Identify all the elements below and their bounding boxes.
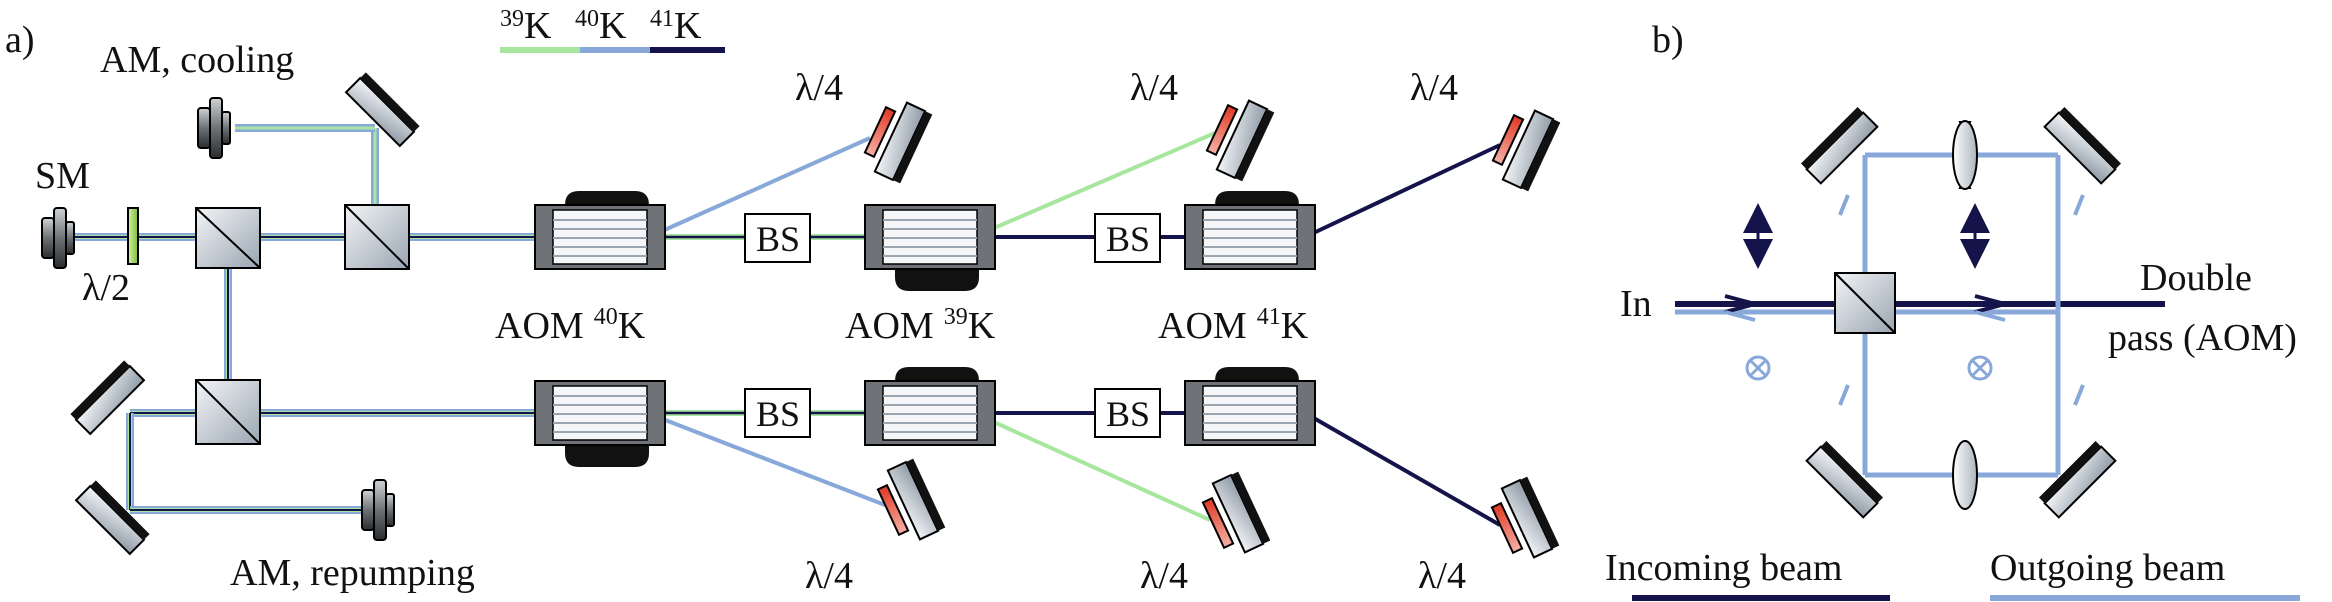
- legend-label-40k: 40K: [575, 5, 627, 47]
- aom-40k-upper: [534, 191, 666, 270]
- double-pass-label-line2: pass (AOM): [2108, 317, 2297, 359]
- aom-39k-upper: [864, 204, 996, 291]
- out-of-plane-polarization-icon: [1745, 355, 1771, 381]
- lambda-half-label: λ/2: [82, 267, 130, 309]
- lens-bottom-icon: [1952, 440, 1978, 510]
- am-cooling-label: AM, cooling: [100, 39, 294, 81]
- pbs-cube-double-pass: [1834, 272, 1896, 334]
- incoming-beam-label: Incoming beam: [1605, 547, 1842, 589]
- aom-39k-lower: [864, 367, 996, 446]
- half-wave-plate-icon: [127, 207, 139, 265]
- sm-fiber-coupler-icon: [41, 207, 75, 269]
- am-repumping-label: AM, repumping: [230, 552, 475, 594]
- lens-top-icon: [1952, 120, 1978, 190]
- pbs-cube-3: [195, 379, 261, 445]
- beam-paths: [70, 124, 1501, 527]
- incoming-direction-arrow-icon: [1974, 294, 2013, 314]
- bs-box-upper-1: BS: [744, 213, 811, 263]
- aom-40k-lower: [534, 380, 666, 467]
- bs-box-upper-2: BS: [1094, 213, 1161, 263]
- mirror-bottom-right: [2038, 440, 2117, 519]
- bs-box-lower-2: BS: [1094, 388, 1161, 438]
- double-pass-label-line1: Double: [2140, 257, 2252, 299]
- aom-41k-lower: [1184, 367, 1316, 446]
- mirror-repump-bottom: [74, 480, 150, 556]
- outgoing-direction-arrow-icon: [1724, 310, 1756, 322]
- lambda-quarter-label-upper-39k: λ/4: [1130, 67, 1178, 109]
- legend: 39K 40K 41K: [500, 5, 725, 53]
- quarter-wave-plate-retro-upper-39k: [1205, 99, 1275, 182]
- mirror-top-right: [2043, 106, 2122, 185]
- in-label: In: [1620, 283, 1652, 325]
- outgoing-direction-arrow-icon: [1974, 310, 2006, 322]
- svg-text:BS: BS: [756, 394, 800, 434]
- lambda-quarter-label-lower-39k: λ/4: [1140, 555, 1188, 597]
- incoming-direction-arrow-icon: [1724, 294, 1763, 314]
- quarter-wave-plate-retro-lower-41k: [1490, 476, 1560, 559]
- mirror-cooling: [344, 72, 420, 148]
- mirror-bottom-left: [1805, 440, 1884, 519]
- bs-box-lower-1: BS: [744, 388, 811, 438]
- beam-direction-arrow-icon: [2073, 384, 2085, 406]
- lambda-quarter-label-lower-41k: λ/4: [1418, 555, 1466, 597]
- svg-text:BS: BS: [756, 219, 800, 259]
- am-repumping-fiber-icon: [361, 479, 395, 541]
- beam-direction-arrow-icon: [2073, 194, 2085, 216]
- am-cooling-fiber-icon: [197, 97, 231, 159]
- mirror-top-left: [1800, 106, 1879, 185]
- quarter-wave-plate-retro-upper-41k: [1491, 109, 1561, 192]
- out-of-plane-polarization-icon: [1967, 355, 1993, 381]
- quarter-wave-plate-retro-upper-40k: [863, 101, 933, 184]
- quarter-wave-plate-retro-lower-40k: [876, 458, 946, 541]
- lambda-quarter-label-upper-41k: λ/4: [1410, 67, 1458, 109]
- mirror-repump-top: [70, 360, 146, 436]
- lambda-quarter-label-upper-40k: λ/4: [795, 67, 843, 109]
- beam-direction-arrow-icon: [1838, 194, 1850, 216]
- pbs-cube-2: [344, 204, 410, 270]
- svg-text:BS: BS: [1106, 394, 1150, 434]
- panel-a-label: a): [5, 19, 35, 61]
- legend-label-39k: 39K: [500, 5, 552, 47]
- svg-text:BS: BS: [1106, 219, 1150, 259]
- panel-b-beams: [1675, 152, 2165, 478]
- legend-label-41k: 41K: [650, 5, 702, 47]
- beam-direction-arrow-icon: [1838, 384, 1850, 406]
- sm-label: SM: [35, 155, 90, 197]
- aom-41k-upper: [1184, 191, 1316, 270]
- outgoing-beam-label: Outgoing beam: [1990, 547, 2225, 589]
- lambda-quarter-label-lower-40k: λ/4: [805, 555, 853, 597]
- pbs-cube-1: [195, 207, 261, 269]
- panel-b-label: b): [1652, 19, 1684, 61]
- quarter-wave-plate-retro-lower-39k: [1201, 471, 1271, 554]
